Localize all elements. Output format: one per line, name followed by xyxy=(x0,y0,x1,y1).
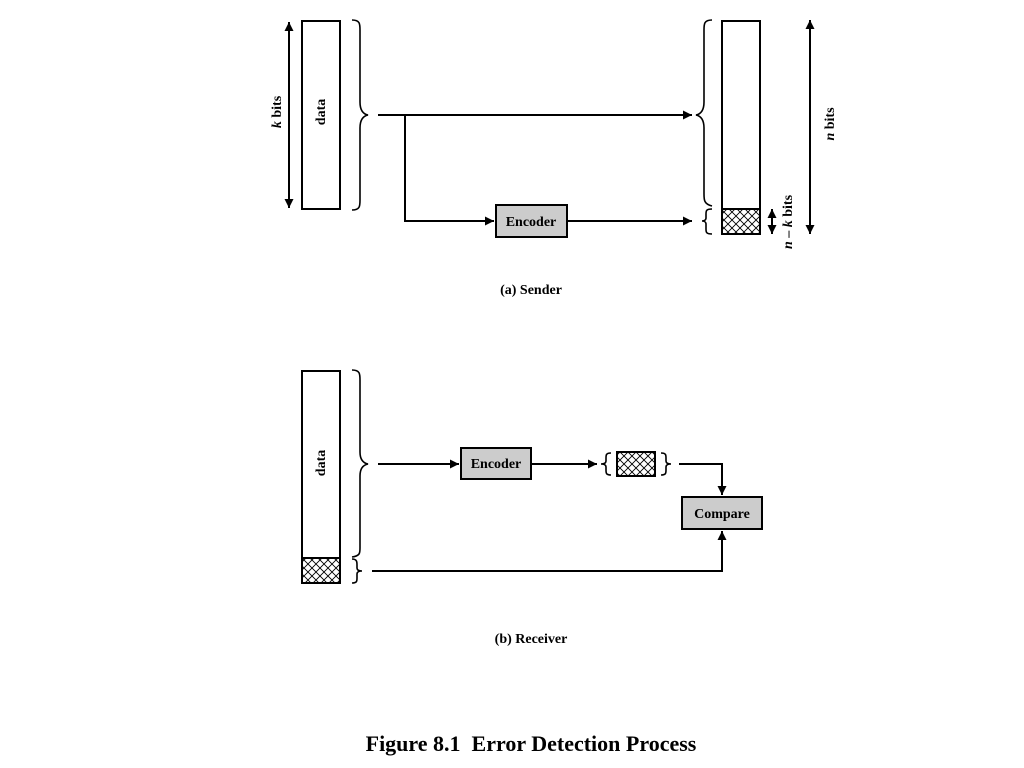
receiver-check-bits-brace xyxy=(351,558,363,584)
sender-encoder-label: Encoder xyxy=(506,215,557,230)
transmitted-check-bits-block xyxy=(721,208,761,235)
sender-data-brace xyxy=(351,19,369,211)
figure-title: Figure 8.1 Error Detection Process xyxy=(366,731,697,756)
receiver-panel: data Encoder Compare (b) Receiver xyxy=(301,369,763,647)
receiver-data-brace xyxy=(351,369,369,558)
computed-check-right-brace xyxy=(660,452,672,476)
nk-bits-label: n – k bits xyxy=(781,194,796,249)
k-bits-label: k bits xyxy=(270,95,285,128)
receiver-caption: (b) Receiver xyxy=(495,632,568,647)
compare-label: Compare xyxy=(694,507,750,522)
computed-check-bits-block xyxy=(616,451,656,477)
sender-panel: k bits data Encoder n – k bits n bit xyxy=(270,19,838,298)
compare-box xyxy=(681,496,763,530)
check-to-compare-arrow xyxy=(679,463,727,495)
sender-caption: (a) Sender xyxy=(500,283,562,298)
sender-check-bits-brace xyxy=(701,208,713,235)
received-check-bits-block xyxy=(301,557,341,584)
receiver-encoder-label: Encoder xyxy=(471,457,522,472)
sender-data-label: data xyxy=(314,99,329,125)
received-check-to-compare-arrow xyxy=(372,531,727,572)
receiver-encoder-box xyxy=(460,447,532,480)
sender-data-block xyxy=(301,20,341,210)
receiver-data-label: data xyxy=(314,450,329,476)
receiver-data-block xyxy=(301,370,341,559)
sender-output-data-brace xyxy=(695,19,713,207)
transmitted-data-block xyxy=(721,20,761,210)
n-bits-label: n bits xyxy=(823,107,838,141)
computed-check-left-brace xyxy=(600,452,612,476)
to-encoder-arrow xyxy=(404,115,494,226)
